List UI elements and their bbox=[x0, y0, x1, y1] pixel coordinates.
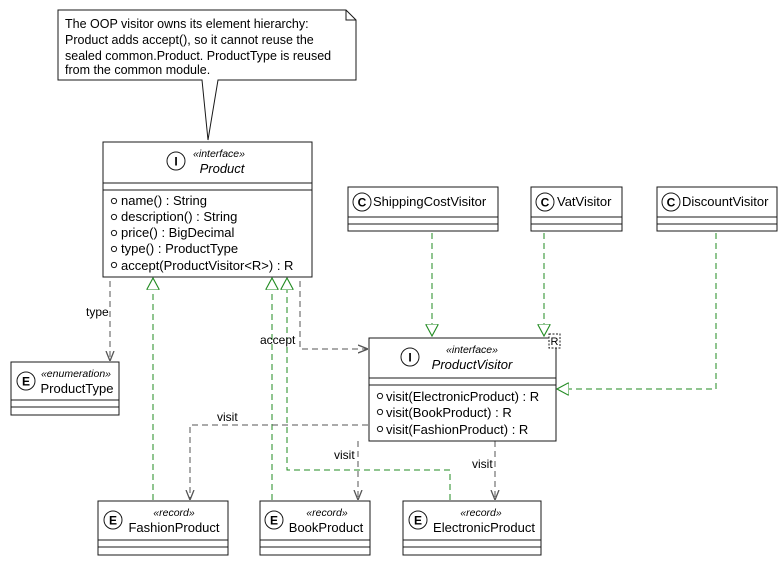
member: description() : String bbox=[121, 209, 237, 224]
bookproduct-name: BookProduct bbox=[289, 520, 364, 535]
fashionproduct-stereotype: «record» bbox=[153, 507, 195, 519]
class-badge-icon: C bbox=[661, 192, 681, 212]
productvisitor-stereotype: «interface» bbox=[446, 344, 498, 356]
note-line: The OOP visitor owns its element hierarc… bbox=[65, 17, 309, 31]
product-interface[interactable]: I «interface» Product name() : String de… bbox=[102, 141, 313, 278]
producttype-name: ProductType bbox=[41, 381, 114, 396]
member: name() : String bbox=[121, 193, 207, 208]
member: accept(ProductVisitor<R>) : R bbox=[121, 258, 293, 273]
record-badge-icon: E bbox=[408, 510, 428, 530]
producttype-enum[interactable]: E «enumeration» ProductType bbox=[10, 361, 120, 416]
edge-label-visit-electronic: visit bbox=[472, 457, 493, 471]
type-parameter-box: R bbox=[548, 333, 561, 349]
svg-text:C: C bbox=[667, 196, 676, 210]
interface-badge-icon: I bbox=[166, 151, 186, 171]
edge-electronic-realizes-product bbox=[287, 278, 451, 500]
product-members: name() : String description() : String p… bbox=[110, 193, 293, 273]
svg-text:E: E bbox=[109, 514, 117, 528]
productvisitor-name: ProductVisitor bbox=[432, 357, 513, 372]
svg-text:C: C bbox=[358, 196, 367, 210]
svg-text:E: E bbox=[414, 514, 422, 528]
svg-text:I: I bbox=[408, 351, 411, 365]
member: visit(ElectronicProduct) : R bbox=[386, 389, 539, 404]
edge-visitor-fashion bbox=[190, 424, 368, 500]
discountvisitor-class[interactable]: C DiscountVisitor bbox=[656, 186, 778, 232]
member: visit(BookProduct) : R bbox=[386, 405, 512, 420]
product-stereotype: «interface» bbox=[193, 148, 245, 160]
electronicproduct-record[interactable]: E «record» ElectronicProduct bbox=[402, 500, 542, 556]
note-line: sealed common.Product. ProductType is re… bbox=[65, 49, 331, 63]
fashionproduct-record[interactable]: E «record» FashionProduct bbox=[97, 500, 229, 556]
record-badge-icon: E bbox=[103, 510, 123, 530]
edge-label-visit-fashion: visit bbox=[217, 410, 238, 424]
interface-badge-icon: I bbox=[400, 347, 420, 367]
vatvisitor-class[interactable]: C VatVisitor bbox=[530, 186, 623, 232]
fashionproduct-name: FashionProduct bbox=[128, 520, 219, 535]
class-badge-icon: C bbox=[352, 192, 372, 212]
edge-product-productvisitor bbox=[299, 281, 368, 349]
svg-text:I: I bbox=[174, 155, 177, 169]
note-line: Product adds accept(), so it cannot reus… bbox=[65, 33, 314, 47]
note-line: from the common module. bbox=[65, 63, 210, 77]
enum-badge-icon: E bbox=[16, 371, 36, 391]
productvisitor-members: visit(ElectronicProduct) : R visit(BookP… bbox=[376, 389, 539, 437]
edge-label-accept: accept bbox=[260, 333, 296, 347]
design-note: The OOP visitor owns its element hierarc… bbox=[57, 9, 357, 141]
member: visit(FashionProduct) : R bbox=[386, 422, 528, 437]
electronicproduct-stereotype: «record» bbox=[460, 507, 502, 519]
producttype-stereotype: «enumeration» bbox=[41, 368, 111, 380]
bookproduct-stereotype: «record» bbox=[306, 507, 348, 519]
class-badge-icon: C bbox=[535, 192, 555, 212]
member: price() : BigDecimal bbox=[121, 225, 235, 240]
bookproduct-record[interactable]: E «record» BookProduct bbox=[259, 500, 371, 556]
record-badge-icon: E bbox=[264, 510, 284, 530]
shippingcostvisitor-class[interactable]: C ShippingCostVisitor bbox=[347, 186, 499, 232]
edge-label-type: type bbox=[86, 305, 109, 319]
svg-text:C: C bbox=[541, 196, 550, 210]
svg-text:E: E bbox=[270, 514, 278, 528]
discountvisitor-name: DiscountVisitor bbox=[682, 194, 769, 209]
electronicproduct-name: ElectronicProduct bbox=[433, 520, 535, 535]
edge-discount-realizes-visitor bbox=[557, 233, 717, 389]
svg-text:E: E bbox=[22, 375, 30, 389]
edges bbox=[110, 233, 717, 500]
member: type() : ProductType bbox=[121, 241, 238, 256]
vatvisitor-name: VatVisitor bbox=[557, 194, 612, 209]
product-name: Product bbox=[200, 161, 246, 176]
shippingcostvisitor-name: ShippingCostVisitor bbox=[373, 194, 487, 209]
svg-text:R: R bbox=[551, 336, 559, 348]
productvisitor-interface[interactable]: R I «interface» ProductVisitor visit(Ele… bbox=[368, 333, 561, 442]
edge-label-visit-book: visit bbox=[334, 448, 355, 462]
